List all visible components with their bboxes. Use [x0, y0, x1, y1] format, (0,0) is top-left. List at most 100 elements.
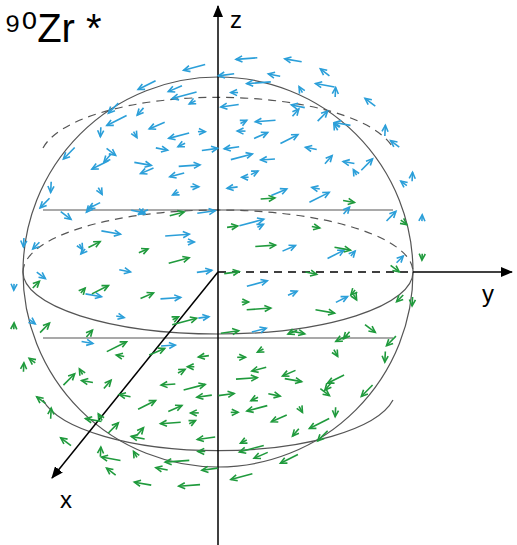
flow-arrow	[285, 57, 302, 63]
x-axis	[52, 272, 218, 478]
flow-arrow	[131, 435, 144, 441]
flow-arrow	[305, 146, 316, 152]
flow-arrow	[187, 364, 194, 370]
flow-arrow	[191, 184, 199, 190]
flow-arrow	[107, 342, 127, 352]
flow-arrow	[397, 256, 404, 263]
flow-arrow	[237, 354, 245, 360]
flow-arrow	[202, 466, 218, 472]
flow-arrow	[33, 242, 40, 249]
flow-arrow	[336, 296, 348, 302]
flow-arrow	[237, 128, 245, 134]
flow-arrow	[107, 116, 127, 126]
flow-arrow	[101, 230, 120, 236]
flow-arrow	[198, 448, 205, 454]
flow-arrow	[227, 184, 238, 190]
flow-arrow	[361, 385, 372, 396]
flow-arrow	[92, 286, 109, 294]
flow-arrow	[291, 330, 304, 336]
flow-arrow	[21, 238, 27, 247]
flow-arrow	[305, 270, 316, 276]
flow-arrow	[382, 125, 388, 136]
flow-arrow	[134, 480, 151, 486]
flow-arrow	[187, 239, 194, 245]
flow-arrow	[291, 103, 304, 109]
flow-arrow	[255, 118, 275, 124]
flow-arrow	[316, 82, 335, 88]
flow-arrow	[178, 369, 185, 375]
flow-arrow	[40, 323, 49, 333]
flow-arrow	[318, 111, 328, 121]
flow-arrow	[48, 408, 54, 419]
flow-arrow	[236, 375, 257, 381]
flow-arrow	[283, 370, 296, 376]
flow-arrow	[280, 135, 297, 144]
flow-arrow	[312, 186, 320, 192]
flow-arrow	[179, 162, 200, 168]
flow-arrow	[254, 452, 268, 458]
flow-arrow	[344, 332, 350, 339]
flow-arrow	[168, 86, 182, 92]
flow-arrow	[197, 393, 212, 399]
flow-arrow	[79, 288, 85, 295]
flow-arrow	[285, 378, 302, 384]
flow-arrow	[299, 87, 305, 94]
flow-arrow	[343, 198, 354, 204]
flow-arrow	[165, 459, 189, 465]
flow-arrow	[400, 218, 407, 224]
flow-arrow	[221, 329, 239, 335]
flow-arrow	[247, 80, 271, 86]
flow-arrow	[419, 254, 425, 260]
flow-arrow	[320, 389, 329, 396]
flow-arrow	[108, 423, 118, 433]
flow-arrow	[361, 159, 372, 170]
flow-arrow	[119, 268, 130, 274]
flow-arrow	[292, 109, 298, 116]
flow-arrow	[137, 108, 143, 115]
z-axis	[217, 6, 219, 545]
flow-arrow	[88, 242, 100, 248]
flow-arrow	[221, 103, 239, 109]
flow-arrow	[21, 363, 27, 372]
axis-label: y	[482, 282, 494, 306]
flow-arrow	[184, 65, 206, 72]
flow-arrow	[231, 153, 253, 160]
flow-arrow	[170, 172, 184, 178]
flow-arrow	[160, 420, 180, 426]
flow-arrow	[343, 207, 349, 214]
flow-arrow	[156, 466, 168, 472]
flow-arrow	[202, 146, 218, 152]
flow-arrow	[48, 182, 54, 193]
flow-arrow	[197, 436, 215, 442]
flow-arrow	[81, 247, 87, 254]
flow-arrow	[231, 409, 238, 415]
flow-arrow	[179, 483, 200, 489]
flow-arrow	[252, 367, 266, 373]
flow-arrow	[261, 195, 275, 201]
flow-arrow	[141, 168, 154, 174]
flow-arrow	[178, 141, 185, 147]
y-axis	[413, 271, 512, 273]
flow-arrow	[382, 352, 388, 363]
flow-arrow	[332, 407, 338, 416]
flow-arrow	[198, 129, 205, 135]
flow-arrow	[11, 323, 17, 329]
flow-arrow	[297, 405, 303, 412]
flow-arrow	[240, 120, 247, 126]
flow-arrow	[141, 293, 154, 299]
flow-arrow	[33, 281, 40, 288]
flow-arrow	[198, 353, 209, 359]
flow-arrow	[189, 98, 196, 104]
flow-arrow	[165, 232, 189, 238]
flow-arrow	[252, 327, 266, 333]
flow-arrow	[391, 141, 400, 148]
flow-arrow	[61, 438, 71, 446]
flow-arrow	[138, 401, 155, 410]
flow-arrow	[149, 348, 164, 355]
flow-arrow	[37, 397, 46, 404]
flow-arrow	[332, 88, 338, 97]
flow-arrow	[161, 342, 175, 348]
flow-arrow	[386, 336, 395, 346]
flow-arrow	[29, 358, 36, 364]
nucleus-title: ⁹⁰Zr *	[4, 8, 102, 48]
